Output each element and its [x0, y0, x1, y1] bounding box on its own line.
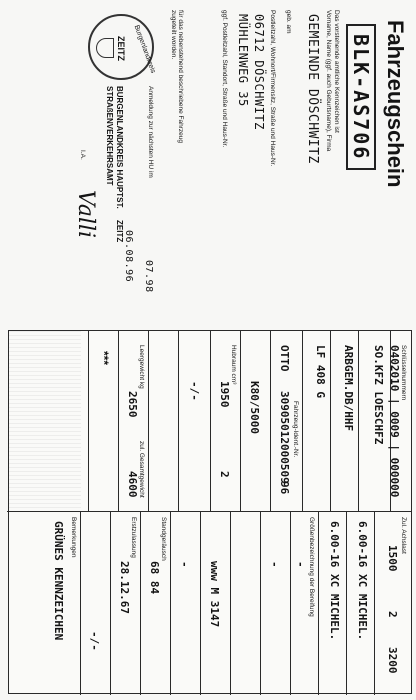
field-31-value: -/- [88, 631, 101, 651]
tyres-rear: 6.00-16 XC MICHEL. [328, 521, 341, 641]
gross-weight-value: 4600 [126, 471, 139, 498]
owner-name: GEMEINDE DÖSCHWITZ [305, 14, 320, 164]
field-27-value: www M 3147 [208, 561, 221, 628]
issue-date: 06.08.96 [123, 230, 134, 283]
axle-load-value: 1500 [386, 545, 399, 572]
address-street: MÜHLENWEG 35 [236, 14, 250, 107]
noise-value: 68 84 [148, 561, 161, 595]
power-kw: 96 [278, 481, 291, 495]
axle-count-value: 2 [386, 611, 399, 618]
license-plate: BLK-AS706 [346, 24, 376, 171]
field-22-value: - [294, 561, 307, 568]
signature: Valli [73, 190, 98, 239]
seal-text: Burgenlandkreis [132, 24, 157, 75]
authority-line-3: ZEITZ [115, 220, 124, 243]
field-12-value: -/- [188, 381, 201, 401]
field-28-value: - [178, 561, 191, 568]
axle-load-label: Zul. Achslast [400, 517, 407, 554]
born-label: geb. am [285, 10, 292, 34]
field-23-value: - [268, 561, 281, 568]
displacement-value: 1950 [218, 381, 231, 408]
document-title: Fahrzeugschein [383, 20, 408, 188]
intro-line-1: Das vorstehende amtliche Kennzeichen ist [333, 10, 340, 133]
location-label: ggf. Postleitzahl, Standort, Straße und … [221, 10, 228, 148]
scan-noise [9, 331, 81, 511]
length-value: 3200 [386, 647, 399, 674]
manufacturer: ARBGEM.DB/HHF [342, 345, 355, 432]
official-seal-icon: Burgenlandkreis ZEITZ [88, 14, 157, 80]
noise-label: Standgeräusch [160, 517, 167, 561]
address-city: 06712 DÖSCHWITZ [252, 14, 266, 130]
empty-weight-value: 2650 [126, 391, 139, 418]
empty-weight-label: Leergewicht kg [138, 345, 145, 389]
power-rpm: K80/5000 [248, 381, 261, 434]
vehicle-type: SO.KFZ LOESCHFZ [372, 345, 385, 445]
hu-label: Anmeldung zur nächsten HU im [147, 86, 154, 178]
remarks-value: GRÜNES KENNZEICHEN [52, 521, 65, 641]
tyre-size-label: Größenbezeichnung der Bereifung [308, 517, 315, 617]
coat-of-arms-icon [96, 38, 114, 58]
first-registration-value: 28.12.67 [118, 561, 131, 614]
ia-label: I.A. [79, 150, 86, 160]
remarks-label: Bemerkungen [70, 517, 77, 558]
intro-line-2: Vorname, Name (ggf. auch Geburtsname), F… [325, 10, 332, 152]
gross-weight-label: zul. Gesamtgewicht [138, 441, 145, 498]
fuel-type: OTTO [278, 345, 291, 372]
first-registration-label: Erstzulassung [130, 517, 137, 558]
vin-value: 30905012000509 [278, 391, 291, 484]
displacement-label: Hubraum cm³ [230, 345, 237, 385]
hu-date: 07.98 [143, 260, 154, 293]
address-label: Postleitzahl, Wohnort/Firmensitz, Straße… [269, 10, 276, 167]
authority-line-1: BURGENLANDKREIS HAUPTST. [115, 86, 124, 209]
assigned-label: für das nebenstehend beschriebene Fahrze… [170, 10, 184, 143]
stars-mark: *** [97, 351, 111, 366]
seal-inner-text: ZEITZ [116, 36, 126, 61]
tyres-front: 6.00-16 XC MICHEL. [356, 521, 369, 641]
authority-line-2: STRAßENVERKEHRSAMT [105, 86, 114, 186]
key-numbers-label: Schlüsselnummern [400, 345, 407, 401]
vin-label: Fahrzeug-Ident.-Nr. [292, 401, 299, 458]
key-numbers-value: 0402010 | 0009 | 000000 [388, 345, 401, 498]
model: LF 408 G [314, 345, 327, 398]
seats-value: 2 [218, 471, 231, 478]
data-grid: Schlüsselnummern 0402010 | 0009 | 000000… [7, 330, 412, 695]
